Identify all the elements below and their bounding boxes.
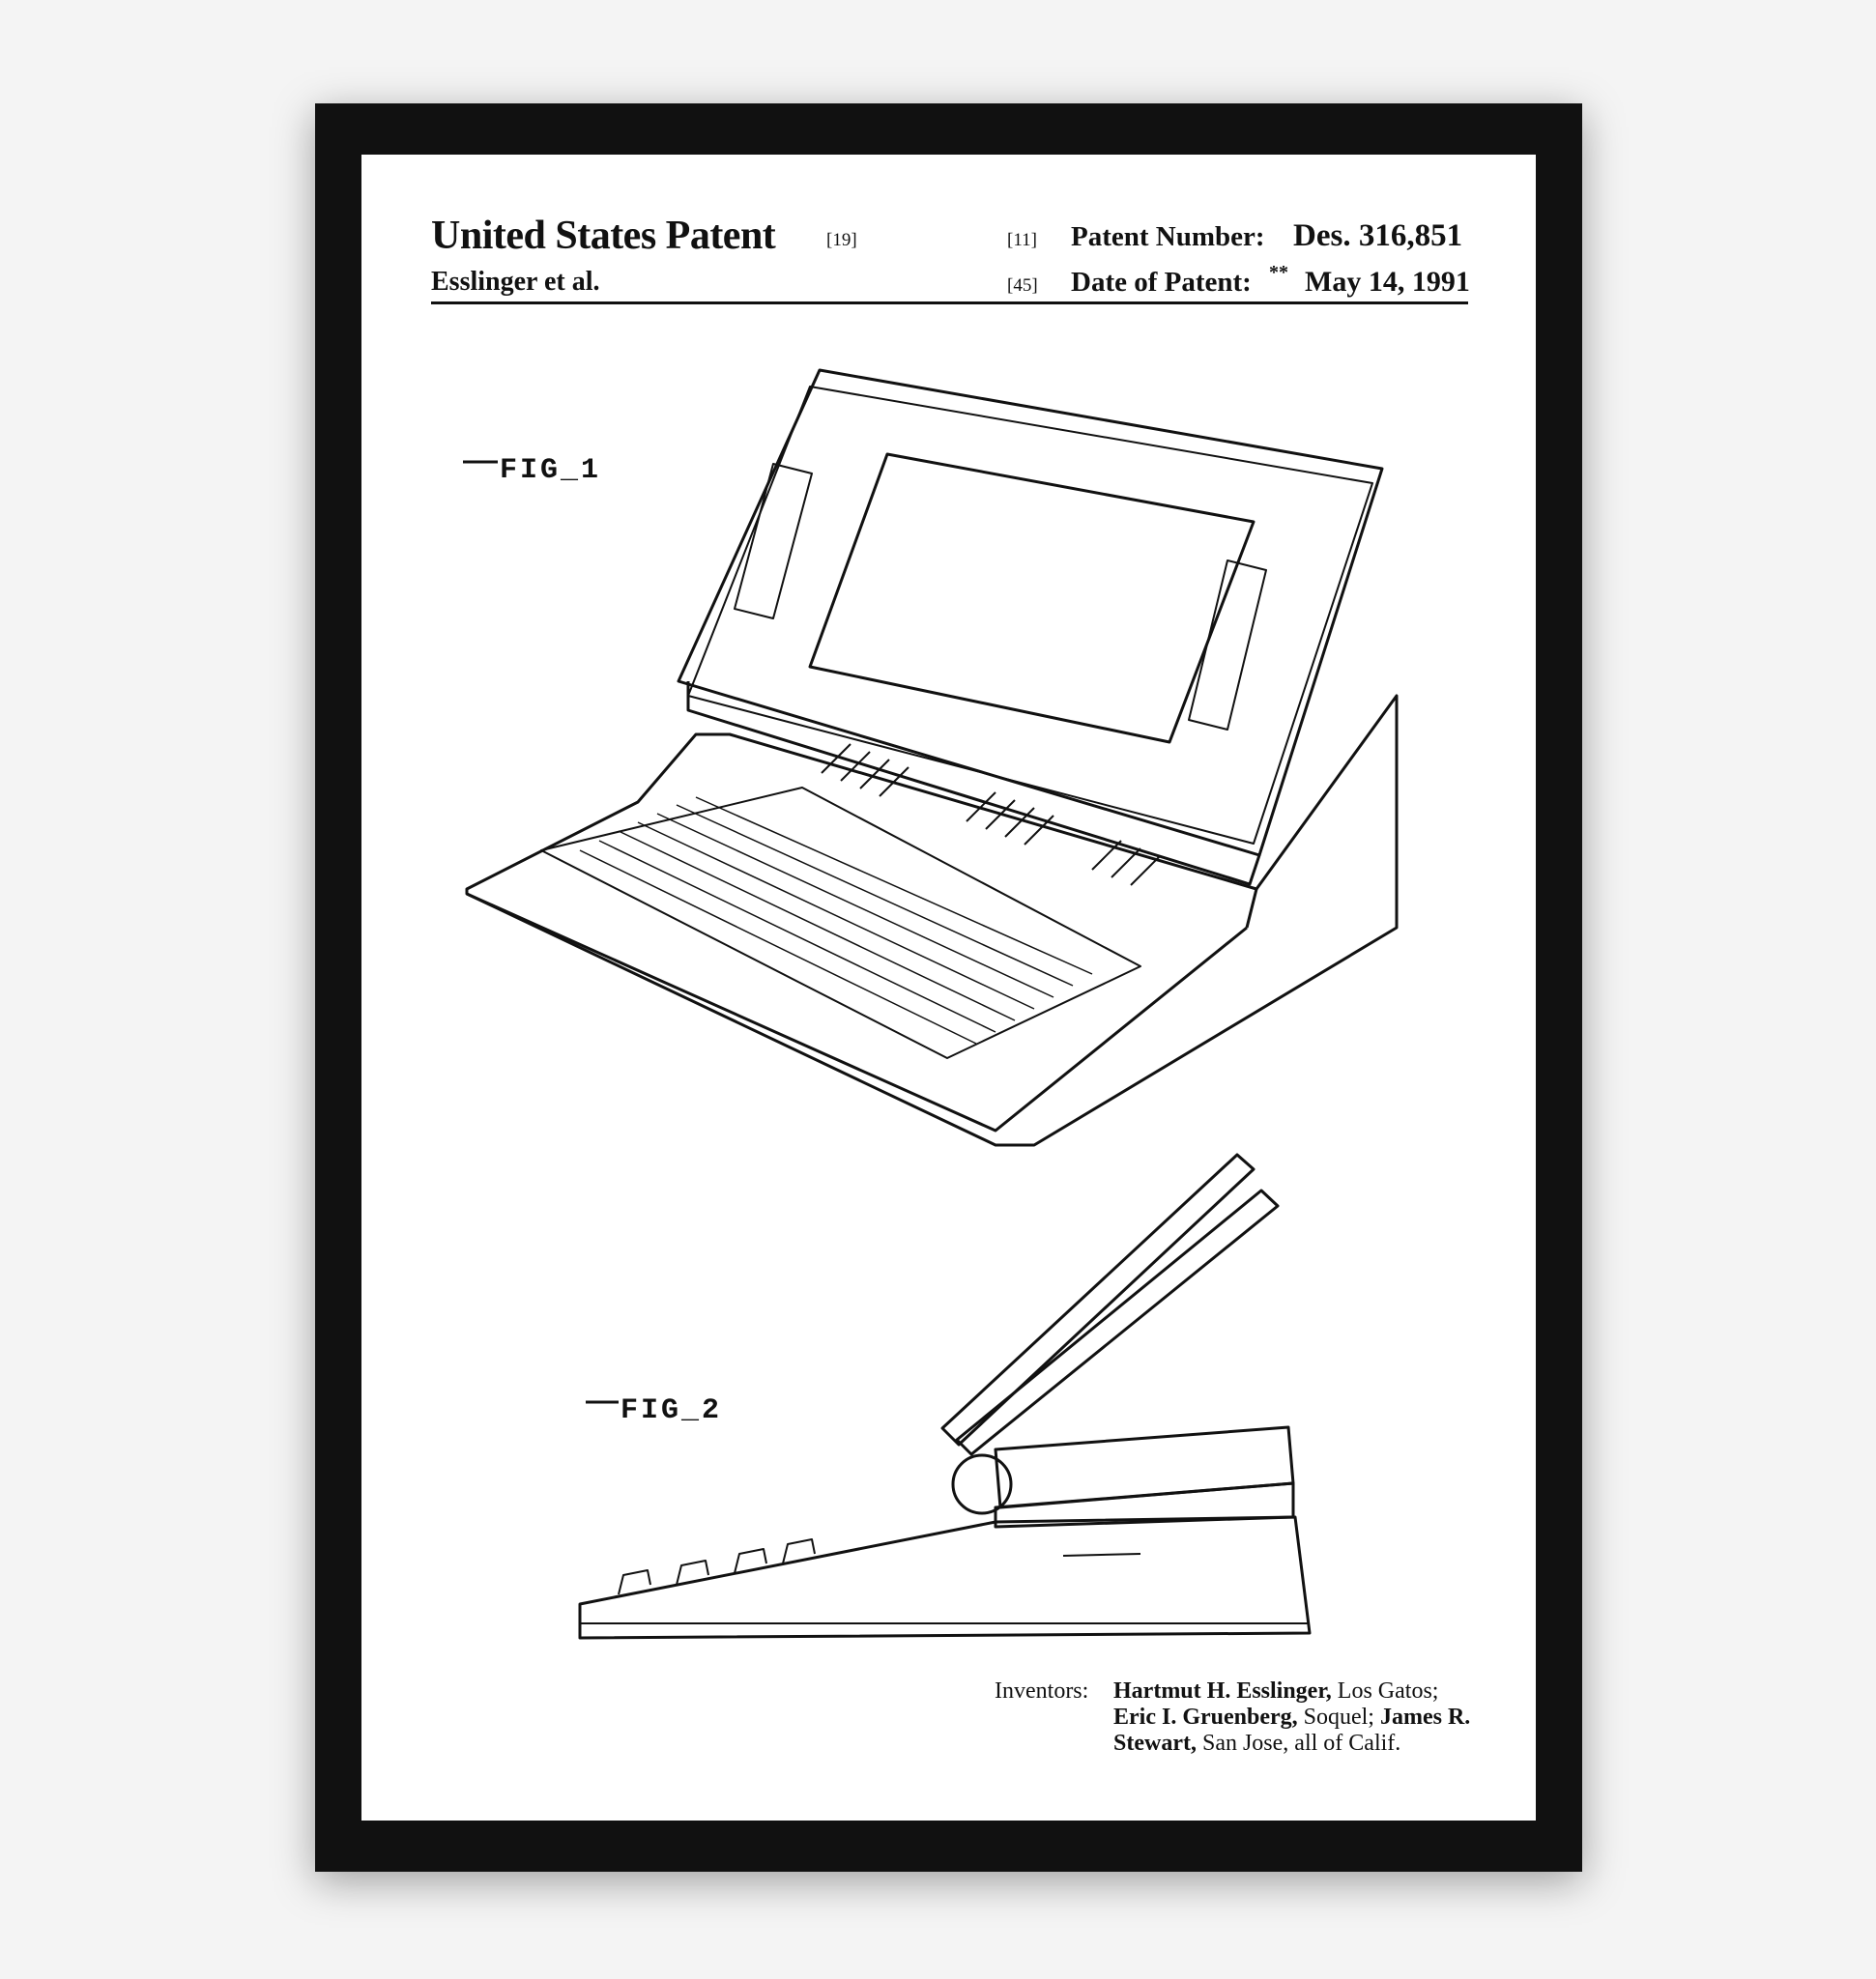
- date-marks: **: [1269, 262, 1288, 283]
- inventors-line-3: Stewart, San Jose, all of Calif.: [1113, 1731, 1400, 1757]
- fig2-label: FIG_2: [621, 1394, 723, 1427]
- fig1-label: FIG_1: [500, 454, 602, 487]
- header-rule: [431, 301, 1468, 304]
- inventor-location: Los Gatos;: [1331, 1678, 1439, 1704]
- fig1-laptop-drawing: [465, 368, 1399, 1147]
- keyboard: [540, 787, 1141, 1059]
- patent-title: United States Patent: [431, 214, 776, 258]
- assignee: Esslinger et al.: [431, 267, 600, 297]
- inventor-location: Soquel;: [1297, 1705, 1380, 1730]
- patent-sheet: [361, 155, 1536, 1821]
- patent-number: Des. 316,851: [1293, 218, 1463, 253]
- date-label: Date of Patent:: [1071, 267, 1252, 298]
- screen: [808, 452, 1255, 744]
- number-ref: [11]: [1007, 230, 1037, 250]
- patent-number-label: Patent Number:: [1071, 221, 1265, 252]
- inventor-location: San Jose, all of Calif.: [1196, 1731, 1401, 1756]
- inventors-line-2: Eric I. Gruenberg, Soquel; James R.: [1113, 1705, 1470, 1731]
- inventor-name: Hartmut H. Esslinger,: [1113, 1678, 1332, 1704]
- inventor-name: James R.: [1379, 1705, 1471, 1730]
- fig2-side-drawing: [578, 1153, 1312, 1640]
- title-ref: [19]: [826, 230, 857, 250]
- inventors-label: Inventors:: [995, 1678, 1089, 1704]
- date-ref: [45]: [1007, 275, 1038, 296]
- patent-date: May 14, 1991: [1305, 266, 1470, 298]
- inventor-name: Stewart,: [1113, 1731, 1197, 1756]
- inventors-line-1: Hartmut H. Esslinger, Los Gatos;: [1113, 1678, 1438, 1705]
- inventor-name: Eric I. Gruenberg,: [1113, 1705, 1298, 1730]
